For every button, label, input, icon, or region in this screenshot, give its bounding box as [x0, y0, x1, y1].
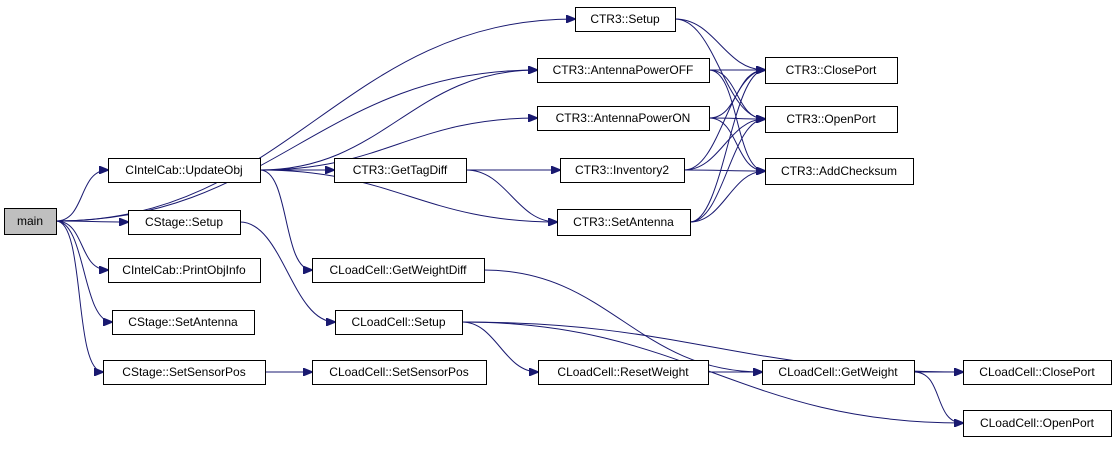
- node-box: [963, 360, 1112, 385]
- edge-main-to-ctr3_setup: [55, 19, 575, 222]
- edge-main-to-cintel_print: [55, 220, 108, 270]
- node-box: [963, 410, 1112, 437]
- node-box: [334, 158, 467, 183]
- edge-ctr3_setantenna-to-ctr3_openport: [689, 119, 765, 223]
- node-ctr3-closeport[interactable]: CTR3::ClosePort: [765, 57, 898, 84]
- edge-cintel_update-to-cload_weightdiff: [259, 169, 312, 270]
- node-label: CStage::SetSensorPos: [122, 365, 245, 379]
- edge-cintel_update-to-ctr3_setantenna: [259, 169, 557, 222]
- node-label: CLoadCell::ResetWeight: [557, 365, 689, 379]
- node-box: [765, 106, 898, 133]
- node-box: [312, 258, 485, 283]
- node-cintel-update[interactable]: CIntelCab::UpdateObj: [108, 158, 261, 183]
- node-box: [765, 158, 914, 185]
- node-cload-weightdiff[interactable]: CLoadCell::GetWeightDiff: [312, 258, 485, 283]
- edge-cload_getweight-to-cload_openport: [913, 371, 963, 423]
- node-box: [538, 360, 709, 385]
- edge-ctr3_setup-to-ctr3_closeport: [674, 18, 765, 70]
- node-cintel-print[interactable]: CIntelCab::PrintObjInfo: [108, 258, 261, 283]
- node-label: CTR3::SetAntenna: [573, 215, 674, 229]
- node-box: [4, 208, 57, 235]
- edge-cstage_setup-to-cload_setup: [239, 221, 335, 322]
- edge-ctr3_anton-to-ctr3_addchecksum: [708, 117, 765, 171]
- node-box: [312, 360, 487, 385]
- node-ctr3-setantenna[interactable]: CTR3::SetAntenna: [557, 209, 691, 236]
- edge-ctr3_inventory2-to-ctr3_openport: [683, 119, 765, 171]
- node-cstage-setantenna[interactable]: CStage::SetAntenna: [112, 310, 255, 335]
- node-cload-getweight[interactable]: CLoadCell::GetWeight: [762, 360, 915, 385]
- node-ctr3-setup[interactable]: CTR3::Setup: [575, 7, 676, 32]
- edge-cintel_update-to-ctr3_antoff: [259, 70, 537, 171]
- node-label: CTR3::Setup: [590, 12, 660, 26]
- node-label: CLoadCell::OpenPort: [980, 416, 1095, 430]
- node-box: [108, 258, 261, 283]
- node-label: CStage::SetAntenna: [128, 315, 238, 329]
- edge-ctr3_setantenna-to-ctr3_addchecksum: [689, 171, 765, 223]
- node-box: [557, 209, 691, 236]
- edge-main-to-cstage_setup: [55, 221, 128, 222]
- edge-ctr3_inventory2-to-ctr3_addchecksum: [683, 170, 765, 171]
- node-box: [575, 7, 676, 32]
- node-box: [128, 210, 241, 235]
- node-label: CTR3::AntennaPowerON: [556, 111, 691, 125]
- node-label: CTR3::GetTagDiff: [353, 163, 448, 177]
- node-cstage-setsensor[interactable]: CStage::SetSensorPos: [103, 360, 266, 385]
- edge-ctr3_inventory2-to-ctr3_closeport: [683, 70, 765, 171]
- node-cload-resetweight[interactable]: CLoadCell::ResetWeight: [538, 360, 709, 385]
- edge-ctr3_setantenna-to-ctr3_closeport: [689, 70, 765, 223]
- node-label: CLoadCell::SetSensorPos: [329, 365, 468, 379]
- node-ctr3-addchecksum[interactable]: CTR3::AddChecksum: [765, 158, 914, 185]
- edge-main-to-cstage_setantenna: [55, 220, 112, 322]
- edge-cload_weightdiff-to-cload_getweight: [483, 269, 762, 372]
- node-label: CIntelCab::UpdateObj: [125, 163, 242, 177]
- edge-ctr3_tagdiff-to-ctr3_setantenna: [465, 169, 557, 222]
- node-box: [335, 310, 463, 335]
- node-cload-closeport[interactable]: CLoadCell::ClosePort: [963, 360, 1112, 385]
- node-label: main: [17, 214, 43, 228]
- edge-main-to-cstage_setsensor: [55, 220, 103, 372]
- node-box: [112, 310, 255, 335]
- node-label: CLoadCell::ClosePort: [979, 365, 1095, 379]
- node-label: CLoadCell::GetWeightDiff: [330, 263, 468, 277]
- node-box: [537, 106, 710, 131]
- node-ctr3-openport[interactable]: CTR3::OpenPort: [765, 106, 898, 133]
- node-label: CLoadCell::GetWeight: [778, 365, 898, 379]
- edge-main-to-cintel_update: [55, 170, 108, 222]
- node-box: [762, 360, 915, 385]
- edge-main-to-ctr3_antoff: [55, 70, 537, 222]
- node-ctr3-inventory2[interactable]: CTR3::Inventory2: [560, 158, 685, 183]
- node-box: [103, 360, 266, 385]
- node-label: CTR3::Inventory2: [575, 163, 669, 177]
- node-ctr3-anton[interactable]: CTR3::AntennaPowerON: [537, 106, 710, 131]
- node-label: CLoadCell::Setup: [351, 315, 445, 329]
- node-label: CTR3::OpenPort: [786, 112, 876, 126]
- edge-layer: [55, 18, 963, 423]
- node-label: CTR3::AntennaPowerOFF: [553, 63, 694, 77]
- node-label: CTR3::AddChecksum: [781, 164, 897, 178]
- node-ctr3-antoff[interactable]: CTR3::AntennaPowerOFF: [537, 58, 710, 83]
- node-box: [560, 158, 685, 183]
- node-box: [537, 58, 710, 83]
- node-label: CIntelCab::PrintObjInfo: [122, 263, 246, 277]
- node-label: CStage::Setup: [145, 215, 223, 229]
- node-cload-openport[interactable]: CLoadCell::OpenPort: [963, 410, 1112, 437]
- node-label: CTR3::ClosePort: [786, 63, 877, 77]
- node-box: [765, 57, 898, 84]
- edge-ctr3_antoff-to-ctr3_addchecksum: [708, 69, 765, 171]
- edge-ctr3_anton-to-ctr3_openport: [708, 118, 765, 119]
- node-cload-setup[interactable]: CLoadCell::Setup: [335, 310, 463, 335]
- node-box: [108, 158, 261, 183]
- edge-cload_setup-to-cload_resetweight: [461, 321, 538, 372]
- node-ctr3-tagdiff[interactable]: CTR3::GetTagDiff: [334, 158, 467, 183]
- node-cstage-setup[interactable]: CStage::Setup: [128, 210, 241, 235]
- edge-cintel_update-to-ctr3_anton: [259, 118, 537, 171]
- node-main[interactable]: main: [4, 208, 57, 235]
- node-cload-setsensor[interactable]: CLoadCell::SetSensorPos: [312, 360, 487, 385]
